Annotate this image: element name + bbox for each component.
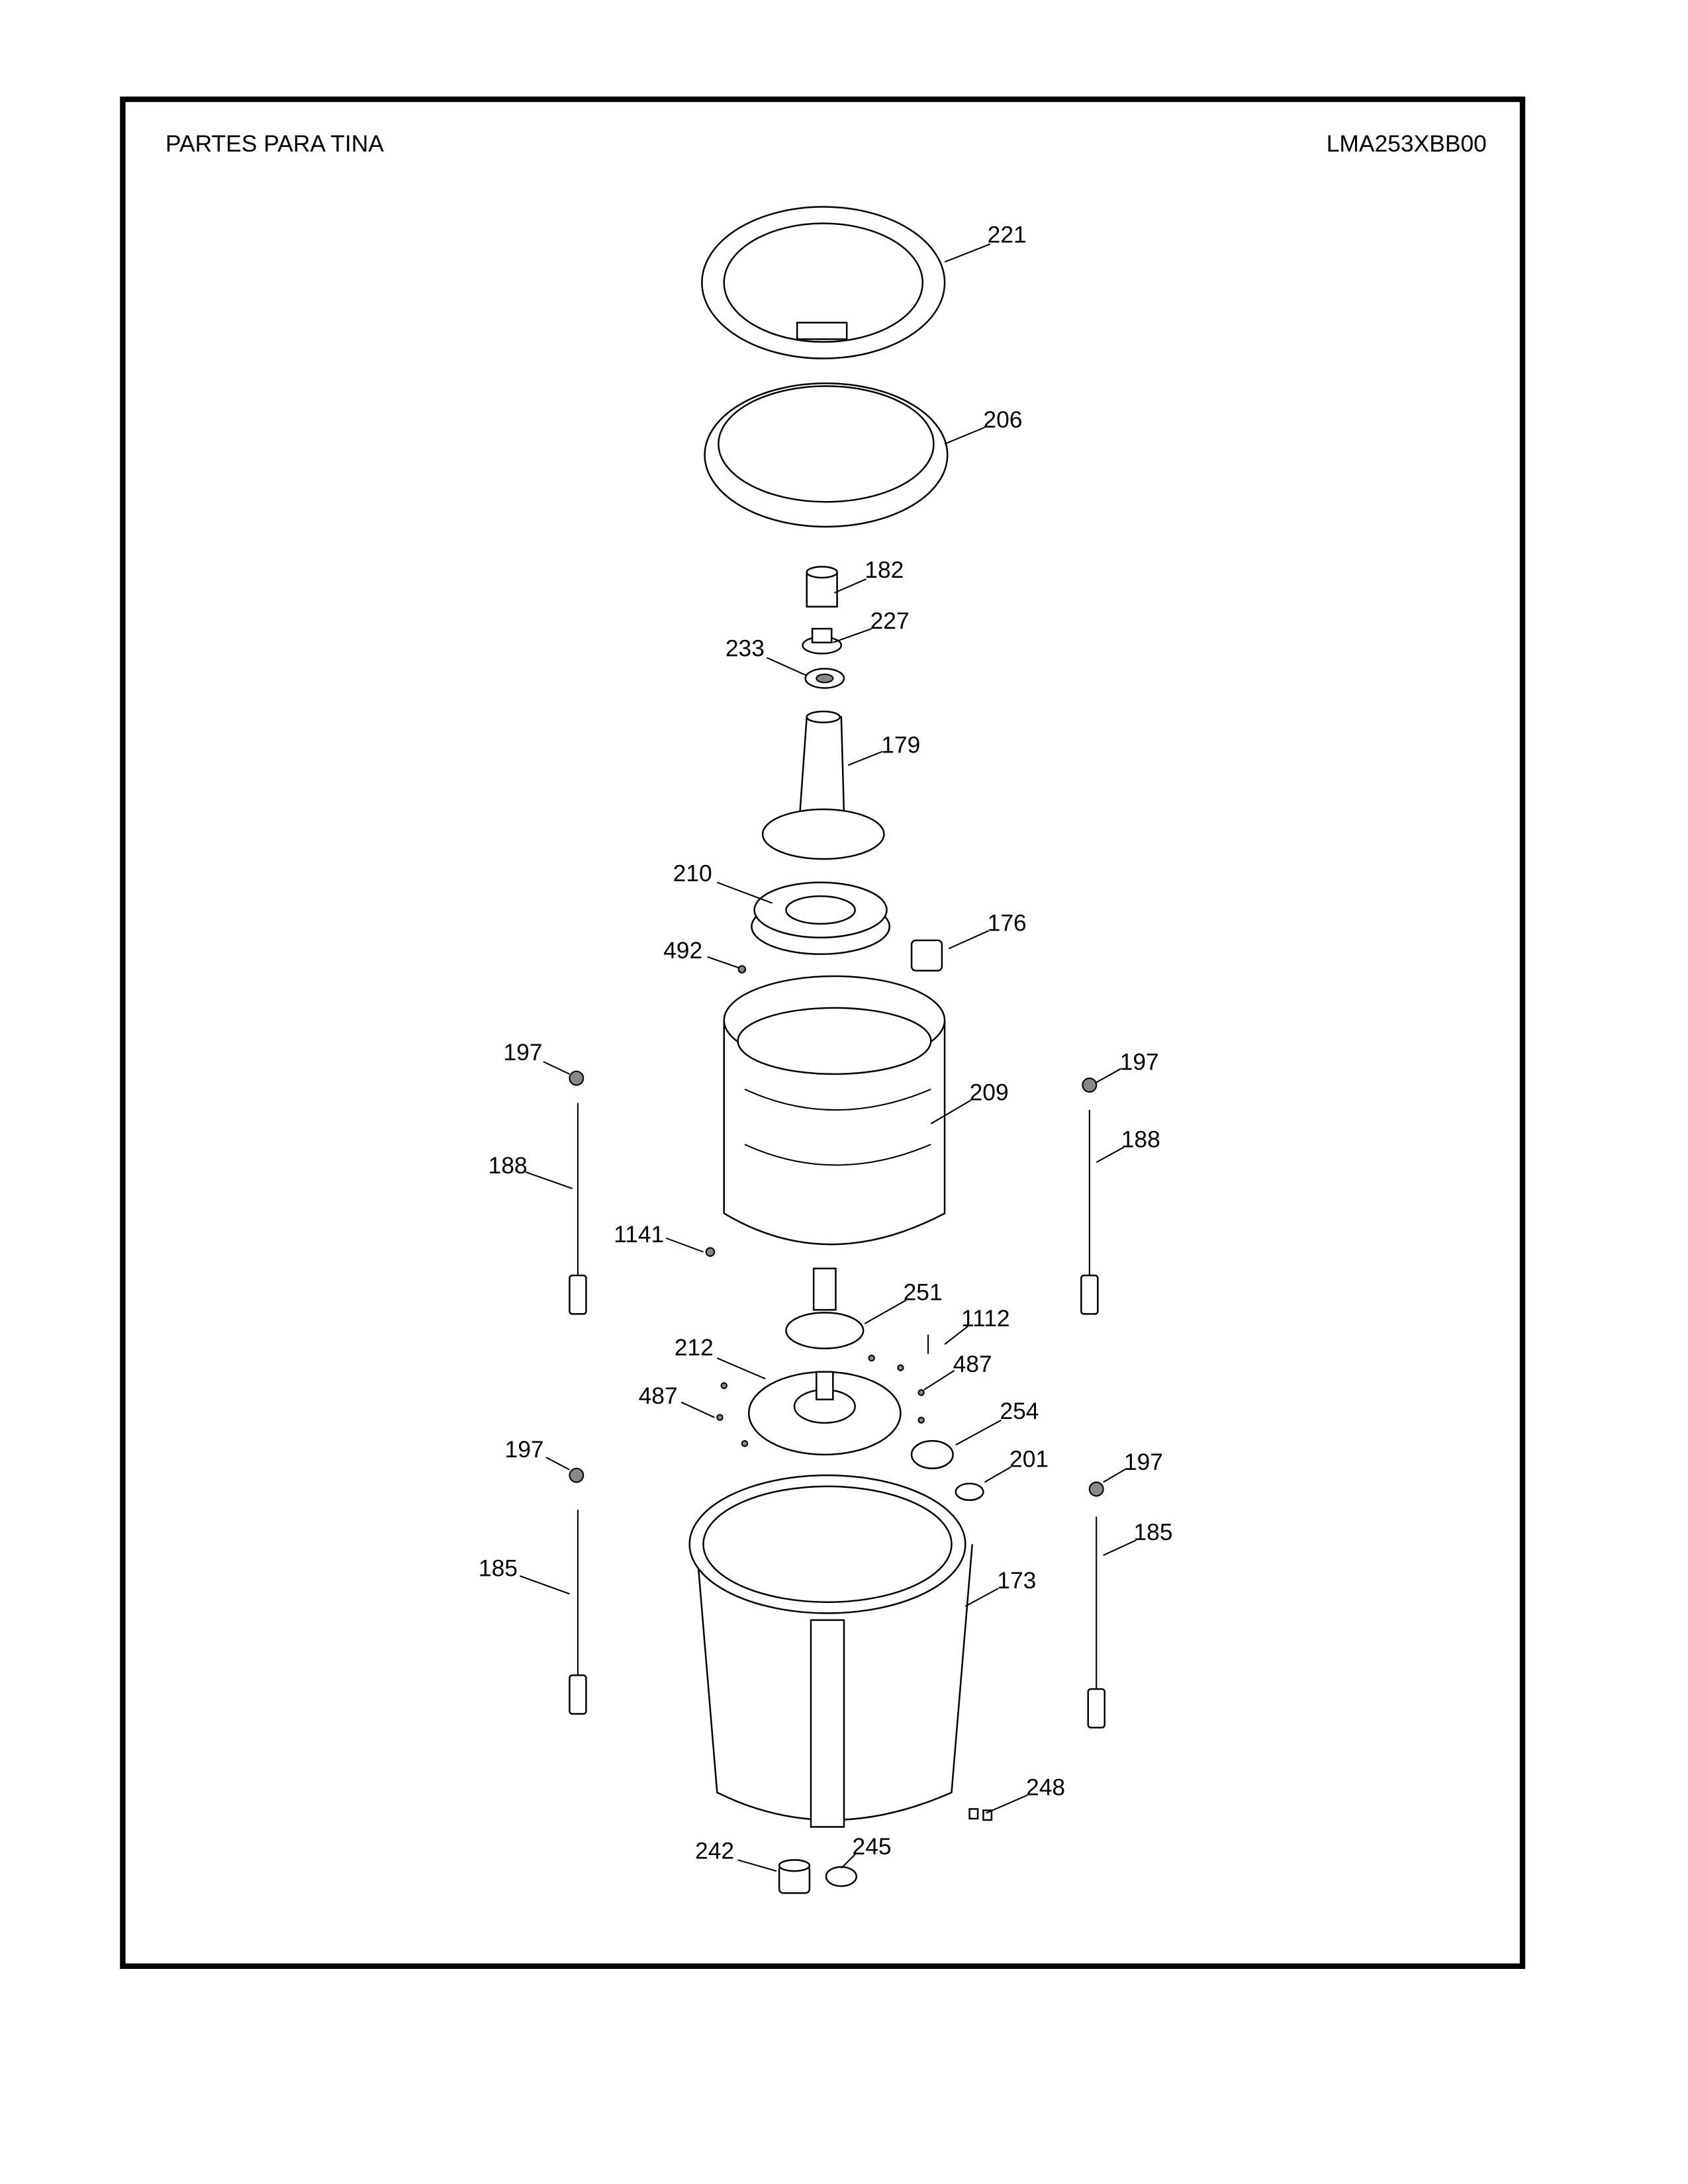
- seal-201: [955, 1482, 984, 1501]
- cap-182: [806, 566, 838, 608]
- bearing-233: [804, 668, 845, 689]
- callouts: 221 206 182 227 233 179 210 176 492 197 …: [479, 222, 1173, 1872]
- callout-221: 221: [988, 222, 1027, 248]
- callout-188: 188: [489, 1152, 528, 1179]
- outer-tub-173: [688, 1474, 973, 1828]
- callout-173: 173: [997, 1567, 1036, 1594]
- basket-209: [723, 975, 946, 1246]
- callout-245: 245: [853, 1833, 892, 1860]
- callout-185: 185: [1134, 1519, 1173, 1545]
- callout-197: 197: [503, 1039, 542, 1066]
- diagram-title: PARTES PARA TINA: [165, 130, 384, 157]
- callout-492: 492: [663, 937, 702, 964]
- clip-248: [968, 1808, 993, 1821]
- model-number: LMA253XBB00: [1327, 130, 1487, 157]
- hub-251: [785, 1267, 865, 1349]
- damper-right-lower: [1087, 1481, 1106, 1729]
- screws-487: [716, 1354, 925, 1447]
- callout-248: 248: [1026, 1774, 1065, 1801]
- flange-212: [748, 1371, 902, 1456]
- callout-197: 197: [505, 1436, 544, 1463]
- callout-251: 251: [904, 1279, 943, 1306]
- damper-right-upper: [1080, 1077, 1099, 1315]
- callout-487: 487: [953, 1351, 992, 1377]
- callout-206: 206: [983, 406, 1022, 433]
- callout-197: 197: [1124, 1449, 1163, 1475]
- o-ring-245: [825, 1866, 858, 1888]
- drain-cap-242: [778, 1859, 811, 1894]
- screw-492: [737, 965, 747, 974]
- agitator-179: [761, 710, 885, 860]
- hub-nut-176: [910, 939, 943, 972]
- callout-201: 201: [1009, 1446, 1049, 1473]
- callout-242: 242: [695, 1837, 734, 1864]
- callout-212: 212: [675, 1334, 714, 1361]
- page-frame: [120, 96, 1526, 1969]
- callout-185: 185: [479, 1555, 518, 1581]
- damper-left-upper: [569, 1070, 587, 1315]
- callout-188: 188: [1121, 1126, 1160, 1152]
- callout-487: 487: [639, 1383, 678, 1409]
- callout-209: 209: [970, 1079, 1009, 1105]
- damper-left-lower: [569, 1467, 587, 1715]
- callout-182: 182: [865, 557, 904, 583]
- callout-227: 227: [870, 608, 910, 634]
- callout-233: 233: [726, 635, 765, 662]
- impeller-ring-210: [751, 882, 891, 955]
- callout-254: 254: [1000, 1398, 1039, 1424]
- callout-197: 197: [1120, 1049, 1159, 1075]
- callout-179: 179: [881, 732, 920, 758]
- basket-screw-1141: [705, 1247, 716, 1257]
- callout-1112: 1112: [961, 1305, 1010, 1332]
- gear-254: [910, 1439, 954, 1470]
- cap-insert-227: [802, 627, 843, 655]
- callout-176: 176: [988, 909, 1027, 936]
- callout-1141: 1141: [614, 1221, 664, 1248]
- callout-210: 210: [673, 860, 712, 886]
- balance-ring-206: [704, 382, 949, 528]
- tub-cover-221: [701, 206, 946, 359]
